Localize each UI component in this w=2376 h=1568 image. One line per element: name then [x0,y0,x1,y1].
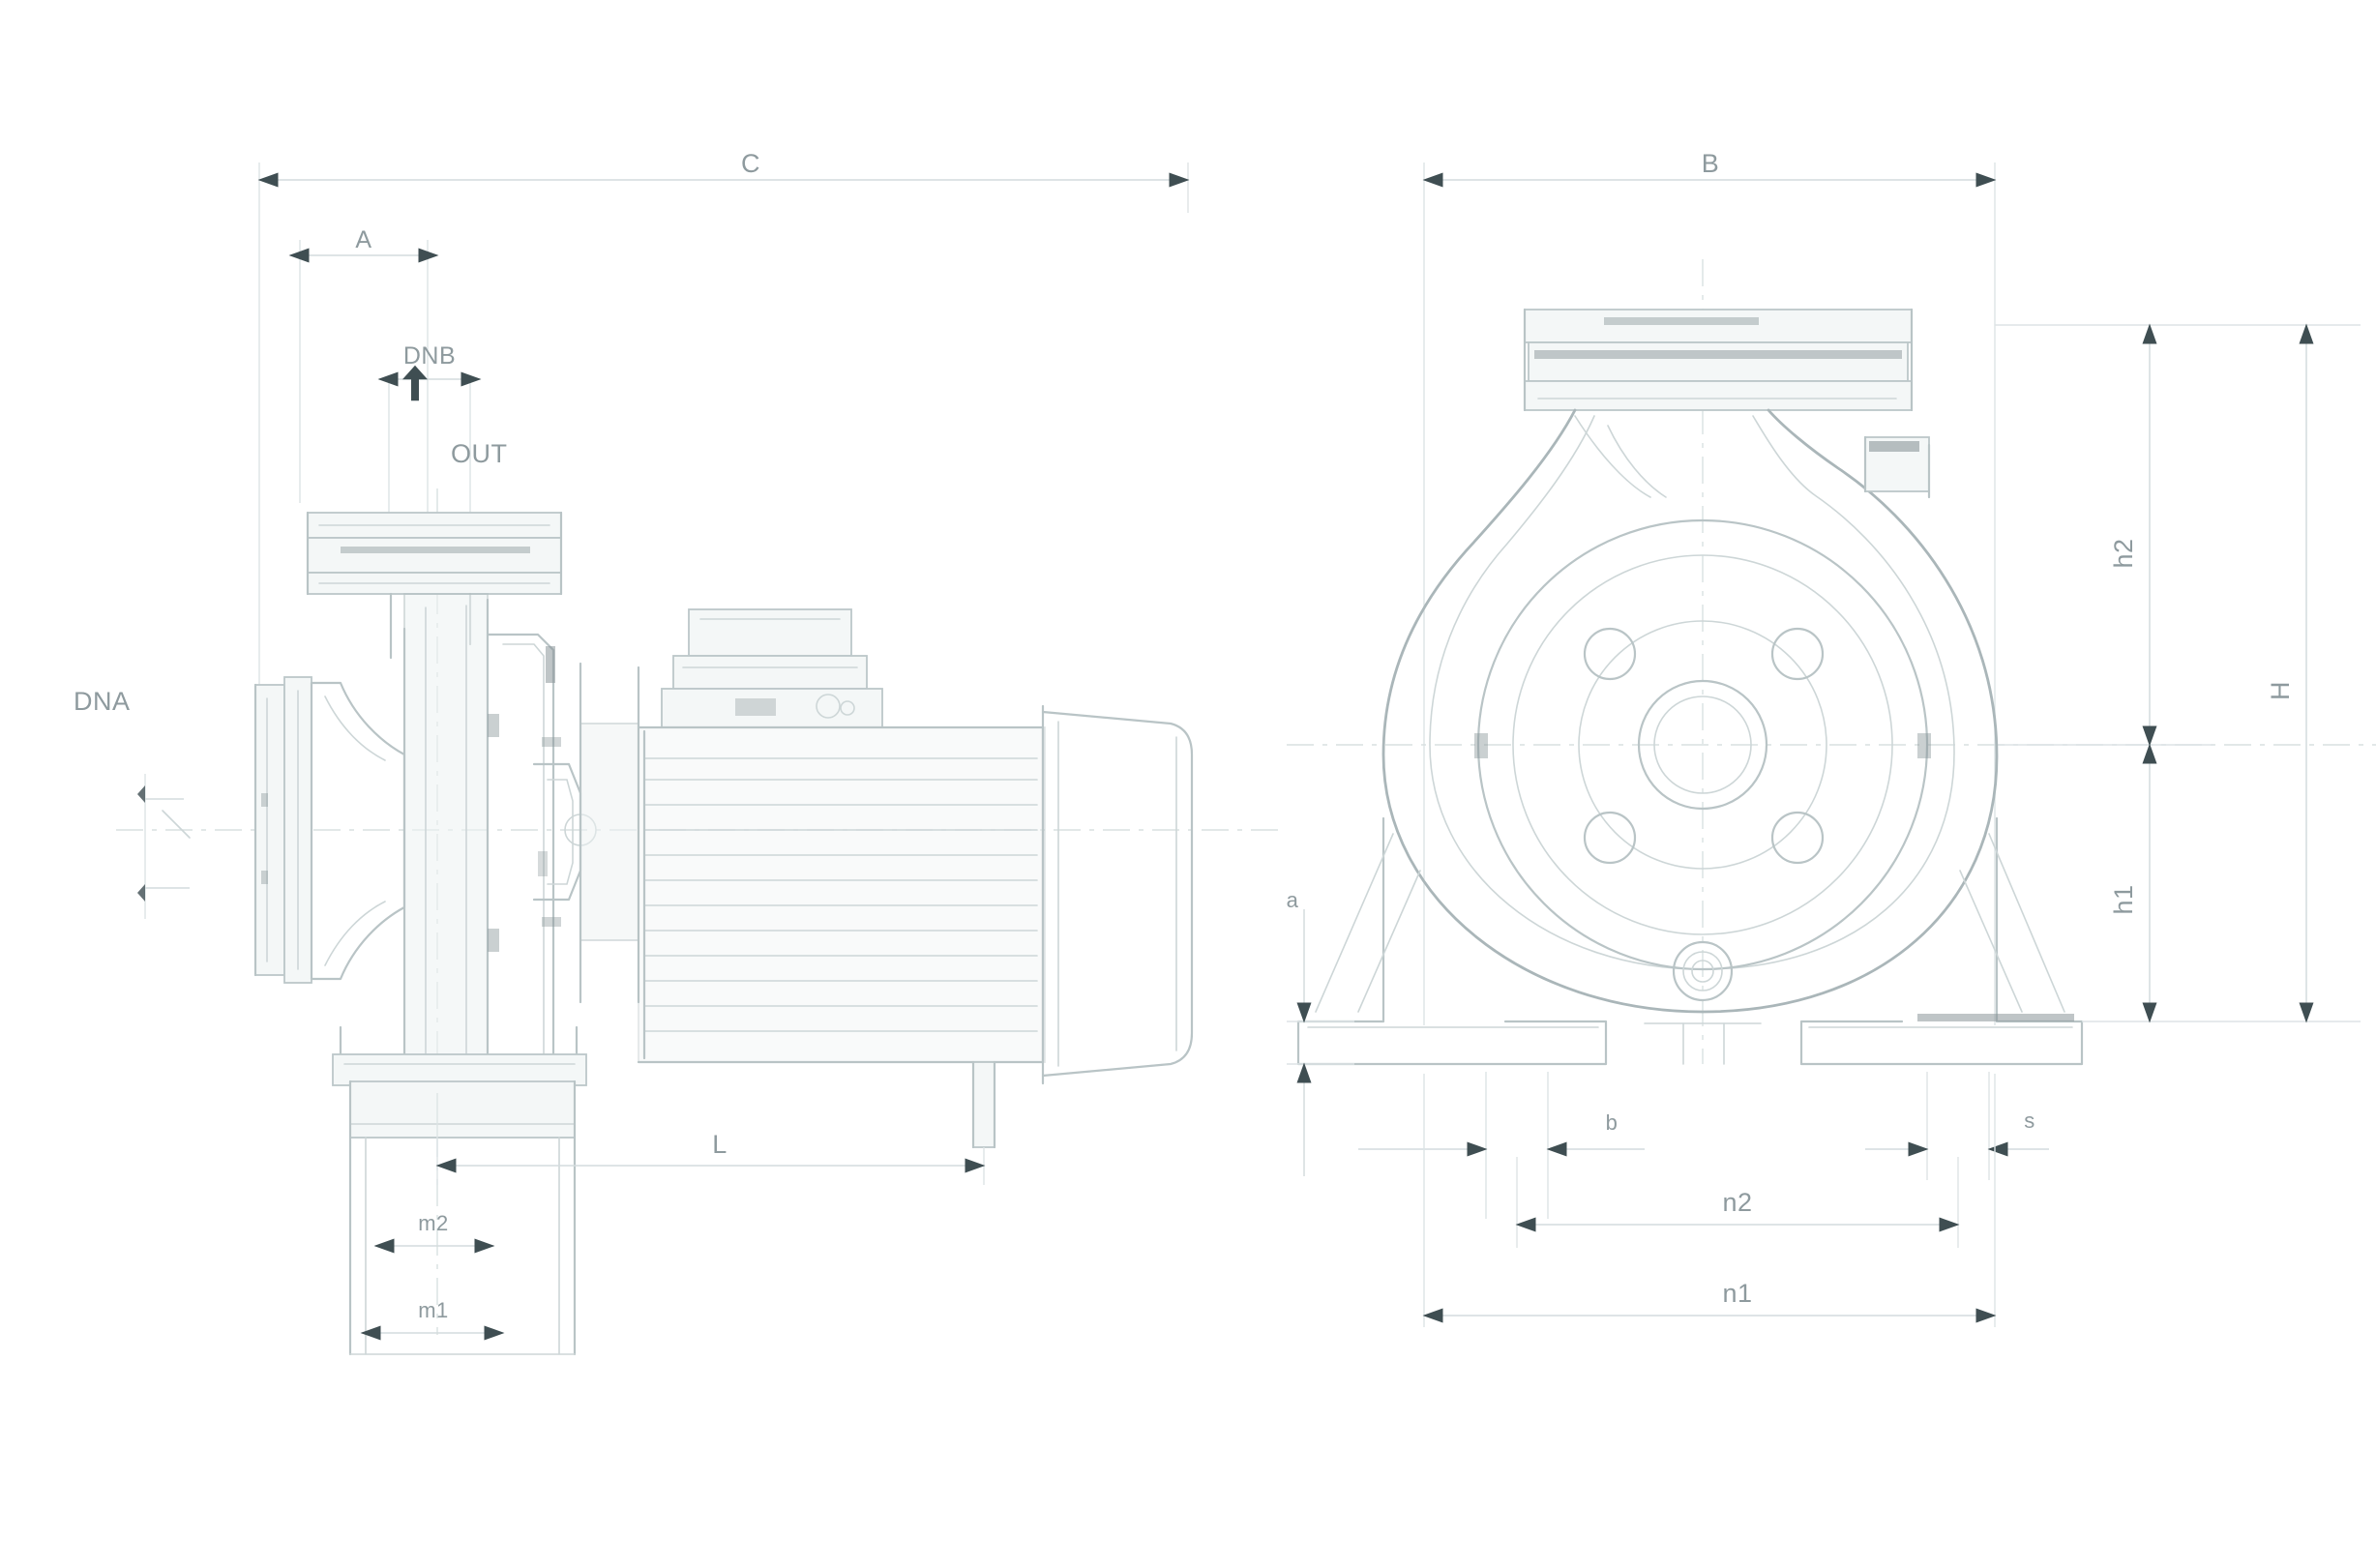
flow-arrow-icon [402,365,428,401]
dimension-label-m2: m2 [418,1211,449,1235]
dimension-h2: h2 [1995,323,2213,747]
dimension-n2: n2 [1515,1157,1960,1248]
vent-boss [1863,435,1931,499]
front-feet [1296,816,2084,1066]
dimension-H: H [2213,323,2361,1023]
motor-fan-cover [1041,710,1194,1078]
dimension-m2: m2 [373,1211,495,1254]
dimension-B: B [1422,149,1997,1025]
dimension-label-A: A [355,226,371,253]
dimension-a: a [1287,888,1354,1176]
dimension-s: s [1865,1072,2049,1180]
dimension-L: L [435,1093,986,1185]
dimension-label-s: s [2024,1109,2035,1133]
dimension-label-a: a [1287,888,1299,912]
dimension-label-h2: h2 [2109,538,2138,568]
dimension-C: C [257,149,1190,735]
dimension-label-DNA: DNA [74,687,131,716]
terminal-box [661,608,883,728]
motor-cooling-fins [643,757,1038,1032]
flange-bolt-holes [1583,627,1825,865]
suction-flange-face [1474,518,1931,971]
dimension-m1: m1 [360,1298,505,1341]
dimension-h1: h1 [2082,743,2213,1023]
side-view: C A DNB OUT [74,149,1287,1356]
dimension-DNA: DNA [74,687,191,919]
dimension-label-DNB: DNB [403,342,456,370]
dimension-b: b [1358,1072,1645,1219]
volute-casing [1381,408,1999,1014]
flow-out-annotation: OUT [402,365,508,468]
dimension-label-C: C [741,149,760,178]
drain-boss [1644,940,1762,1065]
motor-body [637,704,1046,1085]
motor [579,608,1194,1149]
motor-drain [971,1060,996,1149]
dimension-label-H: H [2266,681,2295,700]
casing-body [310,593,490,1131]
pump-casing [253,593,597,1131]
dimension-label-L: L [712,1130,728,1159]
dimension-DNB: DNB [377,342,482,522]
dimension-label-m1: m1 [418,1298,449,1322]
front-discharge-flange [1523,308,1914,412]
flow-label-out: OUT [451,439,508,468]
front-view: B [1287,149,2376,1327]
dimension-label-b: b [1606,1110,1619,1135]
dimension-label-h1: h1 [2109,884,2138,914]
dimension-n1: n1 [1422,1074,1997,1327]
dimension-label-n2: n2 [1722,1188,1752,1217]
suction-flange [253,676,312,984]
dimension-label-n1: n1 [1722,1279,1752,1308]
pump-base [332,1025,587,1356]
dimension-label-B: B [1702,149,1720,178]
casing-cover [486,633,555,1103]
